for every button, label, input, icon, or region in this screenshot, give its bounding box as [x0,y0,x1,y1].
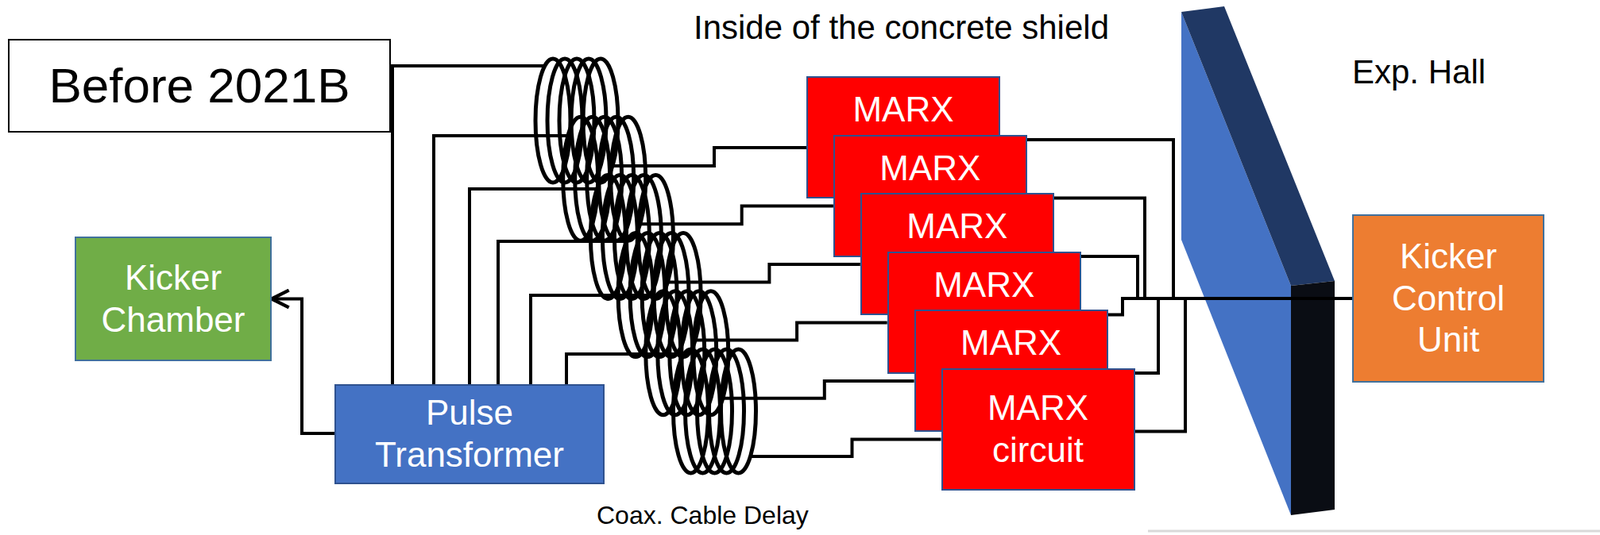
node-text: MARX circuit [952,387,1125,472]
node-text: Pulse Transformer [345,392,594,477]
coax-wire [433,135,834,385]
node-text: MARX [871,205,1044,248]
shield-wall-top [1181,6,1335,286]
node-text: MARX [844,147,1017,190]
node-text: MARX [925,322,1098,365]
part-label: Coax. Cable Delay [596,500,809,531]
trigger-wire [1108,298,1353,374]
node-text: Kicker Control Unit [1363,235,1534,362]
marx-box: MARX circuit [941,368,1136,491]
coax-wire [392,65,807,385]
output-wire [271,299,335,435]
node-text: MARX [817,88,990,132]
control-unit-box: Kicker Control Unit [1352,214,1545,383]
transformer-box: Pulse Transformer [334,384,605,485]
node-text: Before 2021B [19,56,380,116]
node-text: Kicker Chamber [85,257,261,342]
shield-wall-edge [1290,281,1335,516]
trigger-wire [1054,256,1353,299]
trigger-wire [1081,298,1353,316]
coax-wire [498,241,888,385]
chamber-box: Kicker Chamber [74,236,272,362]
edge-rule [1147,530,1600,534]
coax-wire [530,295,915,399]
title-box: Before 2021B [7,38,391,133]
node-text: MARX [898,264,1071,307]
coax-coil [673,349,757,474]
region-label: Exp. Hall [1352,52,1486,93]
trigger-wire [1135,298,1353,433]
coax-wire [566,354,942,457]
region-label: Inside of the concrete shield [693,7,1110,48]
